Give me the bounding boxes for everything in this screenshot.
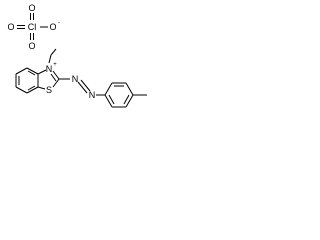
oxygen-right-label: O xyxy=(49,22,56,32)
azo-nitrogen-1-label: N xyxy=(72,74,79,84)
thiazole-c-n-bond xyxy=(37,69,47,75)
tolyl-inner-double-3 xyxy=(108,94,115,105)
oxygen-left-label: O xyxy=(7,22,14,32)
benzene-bond-1 xyxy=(15,67,28,75)
azo-double-bond-2 xyxy=(80,79,91,92)
perchlorate-anion: O O Cl O - O xyxy=(7,3,60,51)
sulfur-label: S xyxy=(46,85,52,95)
benzene-inner-double-2 xyxy=(27,85,36,91)
thiazole-c2-s-bond xyxy=(52,78,60,88)
thiazole-n-c2-bond xyxy=(52,70,60,80)
benzene-bond-4 xyxy=(26,86,39,94)
oxygen-bottom-label: O xyxy=(28,41,35,51)
n-methyl-bond xyxy=(48,54,52,64)
n-plus-label: N xyxy=(46,64,53,74)
tolyl-bond-1 xyxy=(104,82,113,96)
chemical-structure: O O Cl O - O N + S N N xyxy=(7,3,147,108)
benzene-inner-double-3 xyxy=(27,70,36,76)
tolyl-bond-3 xyxy=(125,82,134,96)
tolyl-bond-6 xyxy=(104,94,113,108)
oxygen-top-label: O xyxy=(28,3,35,13)
oxygen-negative-charge: - xyxy=(58,20,60,26)
benzene-bond-3 xyxy=(15,86,28,94)
n-methyl-tip xyxy=(50,48,57,56)
n-positive-charge: + xyxy=(53,62,57,68)
thiazole-s-c-bond xyxy=(37,86,46,90)
benzothiazolium-cation: N + S N N xyxy=(15,48,147,108)
azo-double-bond-1 xyxy=(77,81,88,94)
benzene-bond-6 xyxy=(26,67,39,75)
thiazole-n-c2-double xyxy=(50,73,57,82)
azo-nitrogen-2-label: N xyxy=(89,90,96,100)
tolyl-inner-double-2 xyxy=(123,94,130,105)
tolyl-bond-4 xyxy=(125,94,134,108)
chlorine-label: Cl xyxy=(28,22,37,32)
